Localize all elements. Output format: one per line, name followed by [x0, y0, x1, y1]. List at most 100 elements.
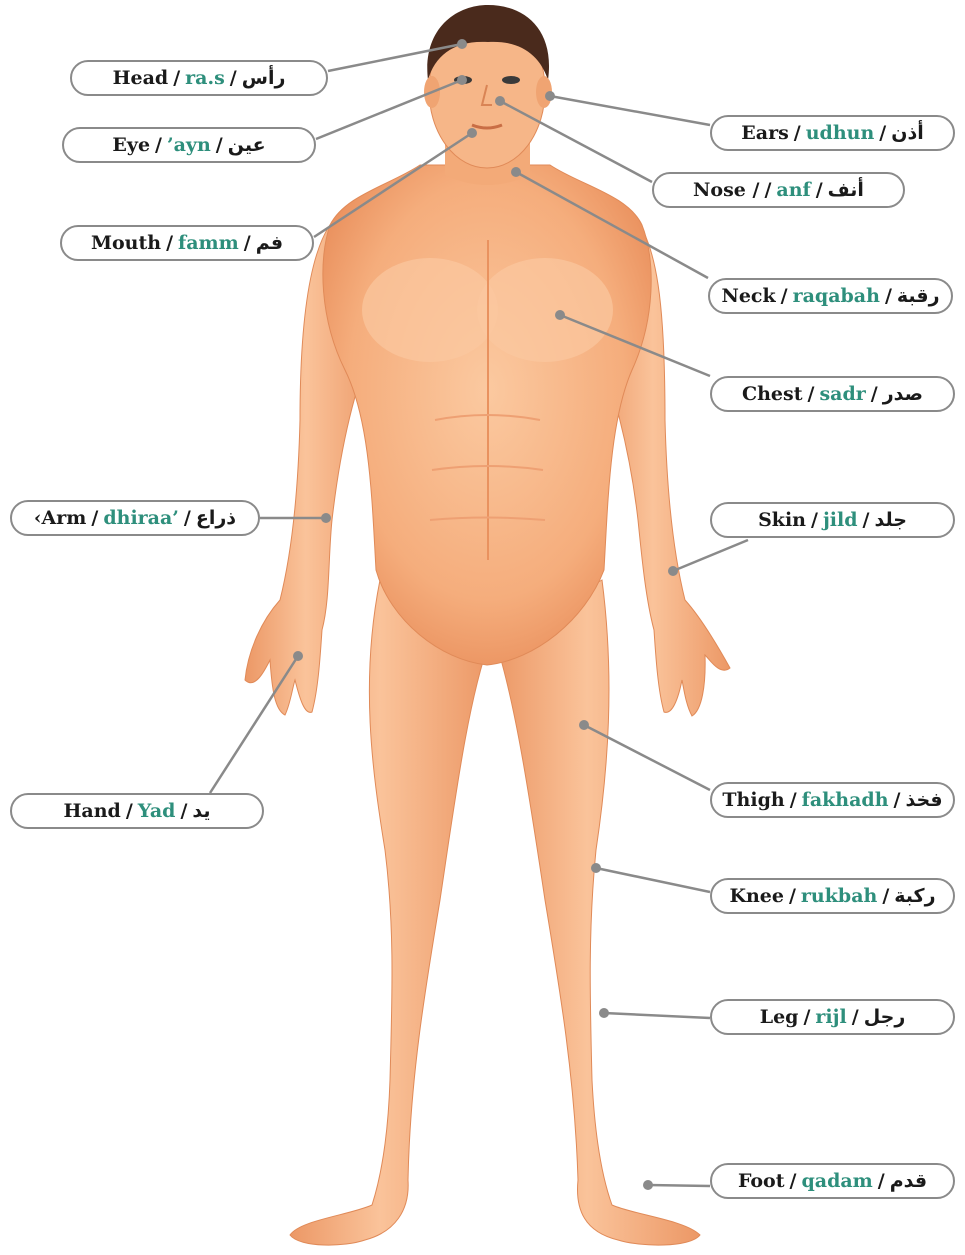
- label-head-english: Head: [113, 67, 169, 89]
- label-separator: /: [126, 800, 133, 822]
- label-head: Head/ra.s/رأس: [70, 60, 328, 96]
- label-mouth-arabic: فم: [256, 232, 283, 254]
- label-skin-english: Skin: [758, 509, 806, 531]
- label-separator: /: [180, 800, 187, 822]
- label-foot-transliteration: qadam: [801, 1170, 872, 1192]
- label-leg-arabic: رجل: [864, 1006, 906, 1028]
- pointer-dot-ears: [545, 91, 555, 101]
- label-eye-arabic: عين: [228, 134, 266, 156]
- label-leg-transliteration: rijl: [815, 1006, 846, 1028]
- label-neck-transliteration: raqabah: [793, 285, 880, 307]
- label-nose-transliteration: anf: [776, 179, 810, 201]
- label-nose: Nose //anf/أنف: [652, 172, 905, 208]
- label-separator: /: [790, 789, 797, 811]
- label-chest-transliteration: sadr: [819, 383, 865, 405]
- label-arm-arabic: ذراع: [196, 507, 236, 529]
- label-separator: /: [816, 179, 823, 201]
- label-separator: /: [789, 885, 796, 907]
- label-separator: /: [879, 122, 886, 144]
- label-mouth: Mouth/famm/فم: [60, 225, 314, 261]
- label-thigh-transliteration: fakhadh: [802, 789, 889, 811]
- label-nose-english: Nose /: [693, 179, 759, 201]
- label-chest-arabic: صدر: [883, 383, 923, 405]
- label-ears-english: Ears: [741, 122, 789, 144]
- label-knee: Knee/rukbah/ركبة: [710, 878, 955, 914]
- label-knee-english: Knee: [729, 885, 784, 907]
- label-ears-transliteration: udhun: [806, 122, 875, 144]
- pointer-dot-foot: [643, 1180, 653, 1190]
- label-leg-english: Leg: [760, 1006, 799, 1028]
- label-hand-arabic: يد: [192, 800, 210, 822]
- label-separator: /: [803, 1006, 810, 1028]
- label-knee-transliteration: rukbah: [801, 885, 877, 907]
- label-separator: /: [244, 232, 251, 254]
- label-separator: /: [155, 134, 162, 156]
- leader-line-skin: [673, 540, 748, 571]
- label-ears-arabic: أذن: [891, 122, 923, 144]
- label-mouth-transliteration: famm: [178, 232, 239, 254]
- label-neck-arabic: رقبة: [897, 285, 940, 307]
- label-skin-transliteration: jild: [823, 509, 858, 531]
- label-separator: /: [790, 1170, 797, 1192]
- leader-line-foot: [648, 1185, 710, 1186]
- label-separator: /: [878, 1170, 885, 1192]
- label-ears: Ears/udhun/أذن: [710, 115, 955, 151]
- pointer-dot-head: [457, 39, 467, 49]
- leader-line-knee: [596, 868, 710, 892]
- label-skin: Skin/jild/جلد: [710, 502, 955, 538]
- pointer-dot-mouth: [467, 128, 477, 138]
- pointer-dot-leg: [599, 1008, 609, 1018]
- label-separator: /: [166, 232, 173, 254]
- label-foot-arabic: قدم: [890, 1170, 927, 1192]
- label-separator: /: [173, 67, 180, 89]
- pointer-dot-arm: [321, 513, 331, 523]
- label-separator: /: [781, 285, 788, 307]
- leader-line-leg: [604, 1013, 710, 1018]
- label-skin-arabic: جلد: [875, 509, 907, 531]
- label-mouth-english: Mouth: [91, 232, 161, 254]
- label-arm-transliteration: dhiraa’: [103, 507, 179, 529]
- label-head-transliteration: ra.s: [185, 67, 225, 89]
- label-chest: Chest/sadr/صدر: [710, 376, 955, 412]
- label-neck-english: Neck: [721, 285, 775, 307]
- label-eye: Eye/’ayn/عين: [62, 127, 316, 163]
- label-separator: /: [871, 383, 878, 405]
- label-thigh-arabic: فخذ: [905, 789, 942, 811]
- label-separator: /: [894, 789, 901, 811]
- label-leg: Leg/rijl/رجل: [710, 999, 955, 1035]
- label-nose-arabic: أنف: [828, 179, 864, 201]
- label-separator: /: [764, 179, 771, 201]
- label-separator: /: [184, 507, 191, 529]
- pointer-dot-neck: [511, 167, 521, 177]
- label-arm: ‹Arm/dhiraa’/ذراع: [10, 500, 260, 536]
- pointer-dot-knee: [591, 863, 601, 873]
- leader-line-ears: [550, 96, 710, 125]
- label-separator: /: [794, 122, 801, 144]
- label-hand-transliteration: Yad: [138, 800, 176, 822]
- pointer-dot-thigh: [579, 720, 589, 730]
- label-separator: /: [852, 1006, 859, 1028]
- label-hand-english: Hand: [63, 800, 120, 822]
- label-foot: Foot/qadam/قدم: [710, 1163, 955, 1199]
- label-eye-english: Eye: [112, 134, 150, 156]
- label-foot-english: Foot: [738, 1170, 785, 1192]
- pointer-dot-chest: [555, 310, 565, 320]
- label-hand: Hand/Yad/يد: [10, 793, 264, 829]
- label-separator: /: [863, 509, 870, 531]
- label-neck: Neck/raqabah/رقبة: [708, 278, 953, 314]
- label-knee-arabic: ركبة: [894, 885, 935, 907]
- label-head-arabic: رأس: [242, 67, 286, 89]
- pointer-dot-skin: [668, 566, 678, 576]
- left-leg: [290, 580, 490, 1245]
- label-separator: /: [91, 507, 98, 529]
- label-chest-english: Chest: [742, 383, 803, 405]
- pointer-dot-eye: [457, 75, 467, 85]
- label-separator: /: [811, 509, 818, 531]
- label-arm-english: ‹Arm: [34, 507, 86, 529]
- pointer-dot-hand: [293, 651, 303, 661]
- label-eye-transliteration: ’ayn: [167, 134, 211, 156]
- label-thigh-english: Thigh: [722, 789, 784, 811]
- label-separator: /: [216, 134, 223, 156]
- label-separator: /: [230, 67, 237, 89]
